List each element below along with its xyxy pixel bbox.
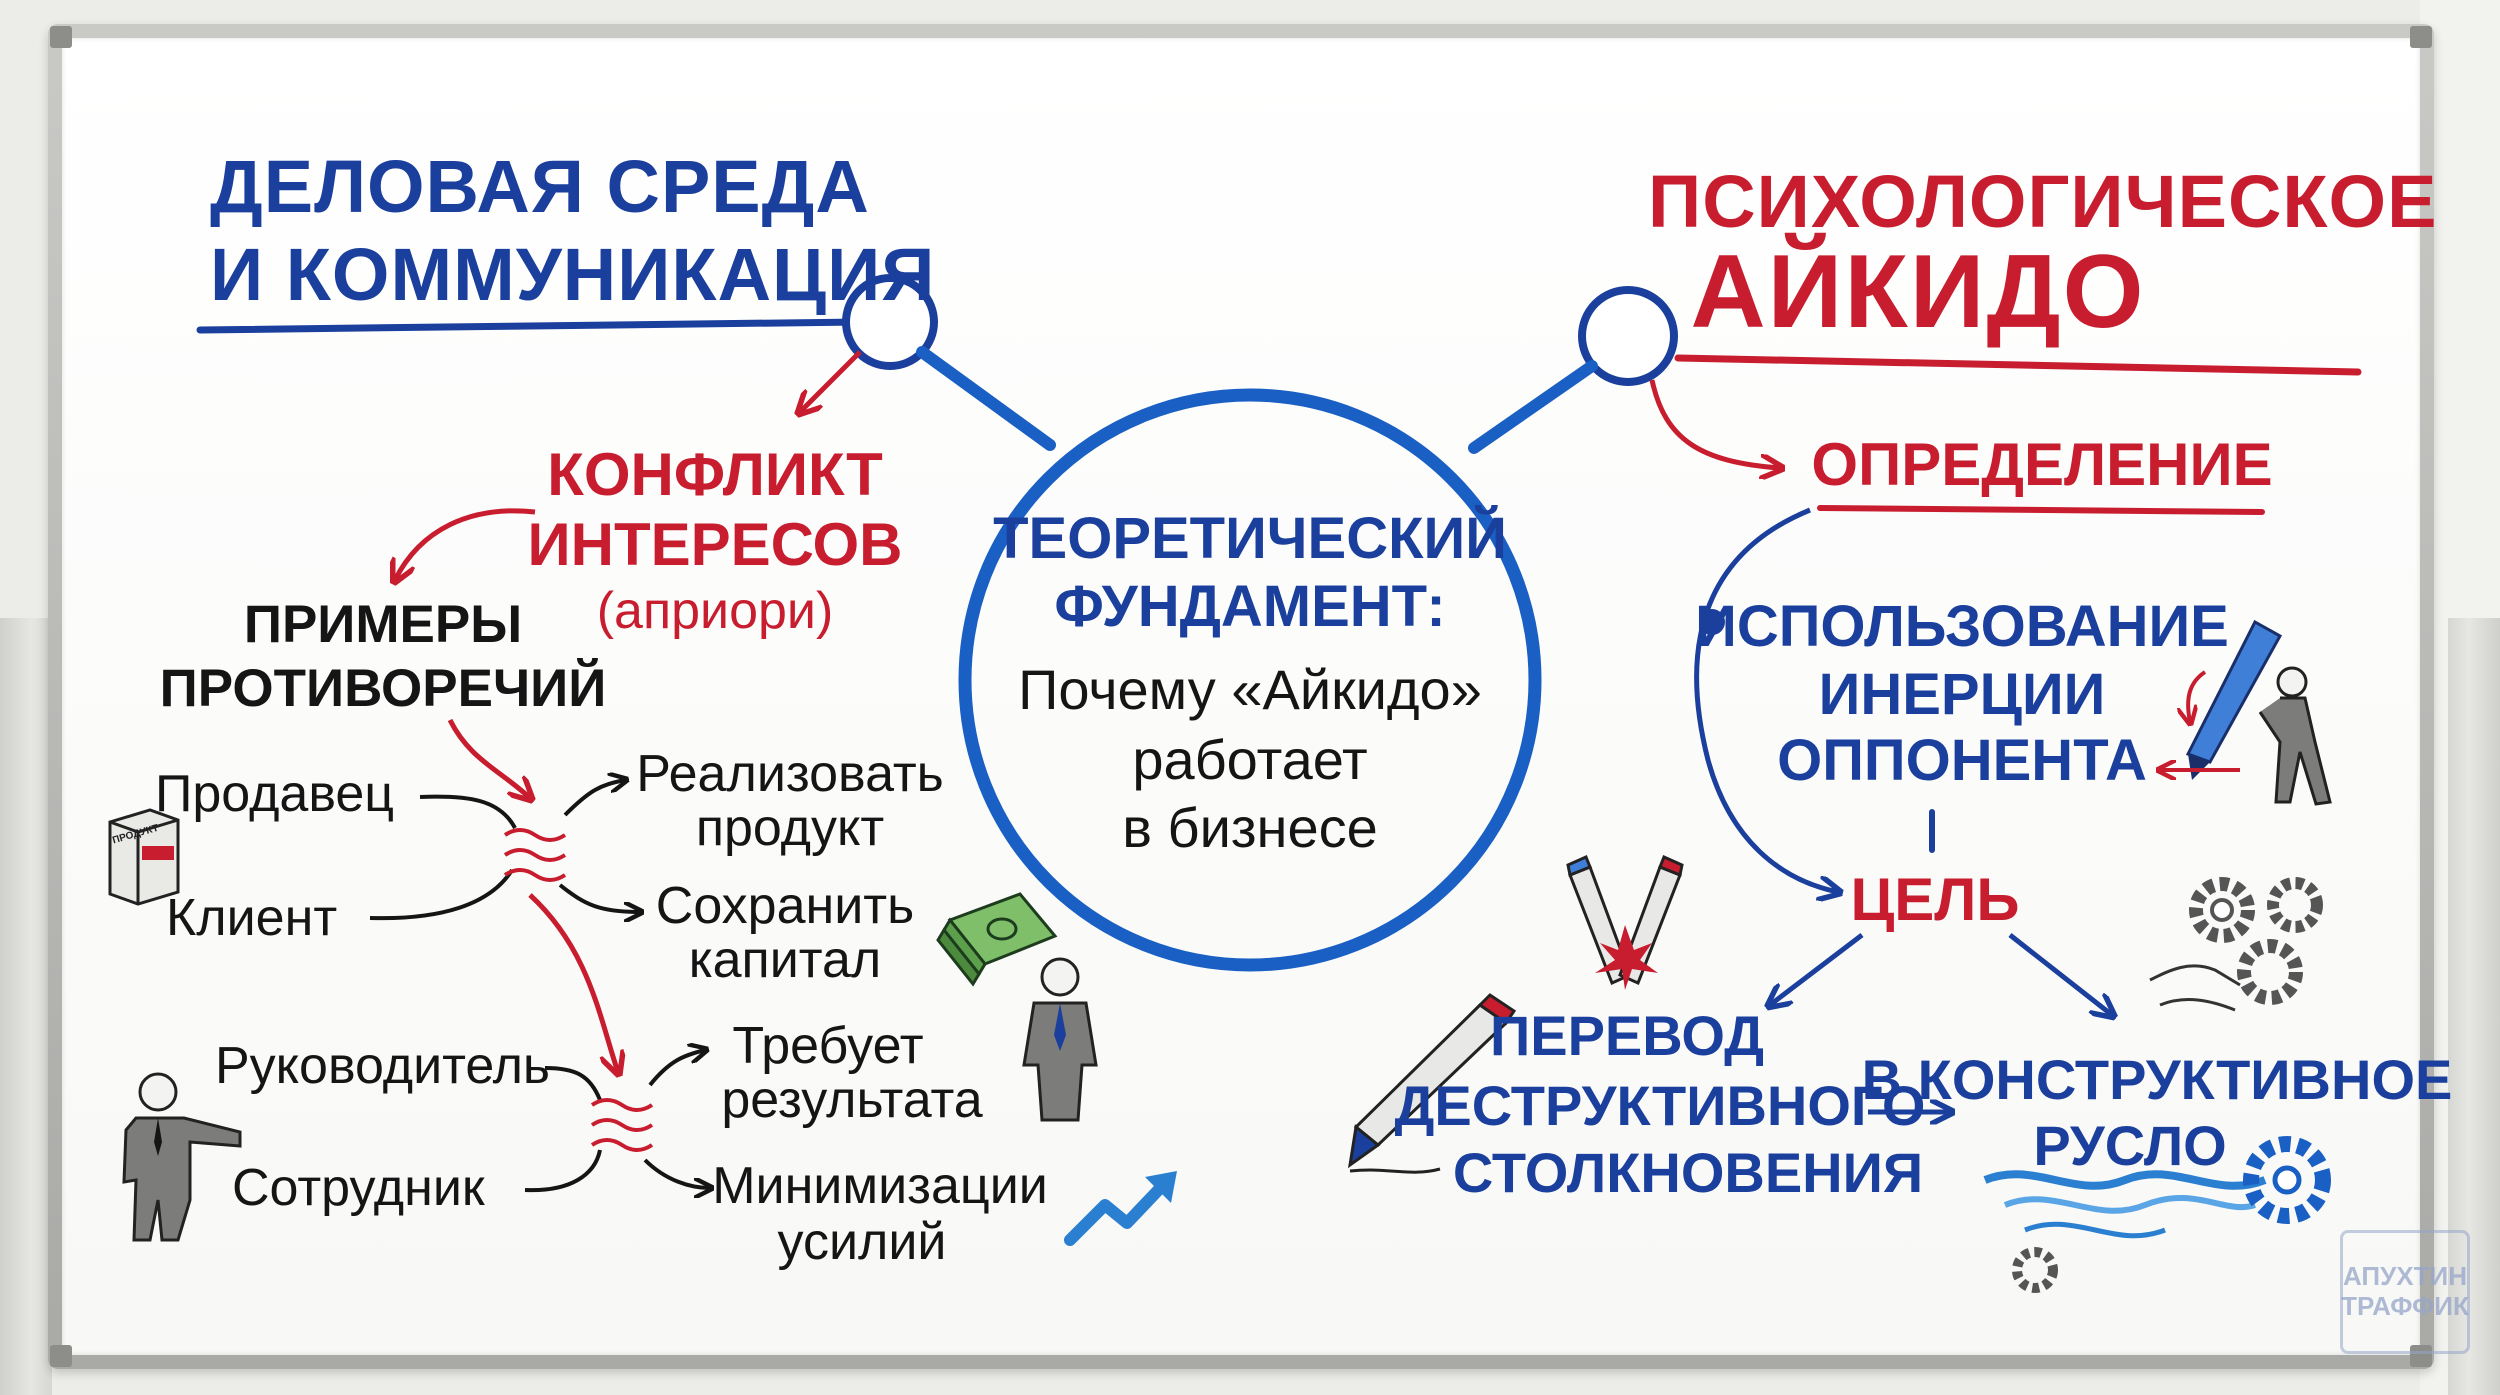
arrow-pair2-bottom <box>643 1158 710 1188</box>
right-title-line1: ПСИХОЛОГИЧЕСКОЕ <box>1648 160 2438 243</box>
pointing-man-icon <box>122 1072 242 1242</box>
line-manager <box>544 1066 602 1101</box>
definition-underline <box>1817 505 2265 515</box>
frame-corner-bottom-left <box>50 1345 72 1367</box>
conflict-squiggle-2 <box>590 1098 654 1152</box>
arrow-pair1-bottom <box>558 883 640 912</box>
left-title-line2: И КОММУНИКАЦИЯ <box>210 233 936 316</box>
arrow-pair2-top <box>648 1050 705 1087</box>
center-circle <box>958 388 1542 972</box>
pair1-goal-top-2: продукт <box>695 799 885 857</box>
conflict-line2: ИНТЕРЕСОВ <box>527 511 903 578</box>
whiteboard-surface <box>62 38 2420 1355</box>
center-line1: Почему «Айкидо» <box>1018 658 1482 721</box>
conflict-line1: КОНФЛИКТ <box>547 441 883 508</box>
businessman-icon <box>1022 957 1098 1122</box>
inertia-line3: ОППОНЕНТА <box>1777 728 2147 793</box>
pair2-manager: Руководитель <box>215 1037 551 1095</box>
goal-label: ЦЕЛЬ <box>1850 866 2020 933</box>
right-title-line2: АЙКИДО <box>1690 234 2146 350</box>
arrow-pair1-to-pair2 <box>528 893 618 1072</box>
center-heading1: ТЕОРЕТИЧЕСКИЙ <box>993 506 1507 571</box>
conflict-note: (априори) <box>596 582 834 640</box>
frame-corner-top-left <box>50 26 72 48</box>
conflict-squiggle-1 <box>503 828 567 882</box>
left-connector <box>916 346 1056 451</box>
arrow-to-conflict <box>800 350 862 412</box>
right-title-underline <box>1674 354 2362 376</box>
line-employee <box>524 1149 602 1193</box>
center-heading2: ФУНДАМЕНТ: <box>1054 574 1446 639</box>
gears-hand-icon <box>2149 877 2323 1012</box>
right-connector <box>1468 360 1598 454</box>
arrow-to-examples <box>395 508 536 580</box>
transfer-line3: СТОЛКНОВЕНИЯ <box>1452 1141 1924 1204</box>
pair2-goal-top-1: Требует <box>732 1017 924 1075</box>
growth-arrow-icon <box>1064 1171 1177 1246</box>
watermark-line2: ТРАФФИК <box>2341 1291 2469 1321</box>
channel-watermark: АПУХТИН ТРАФФИК <box>2340 1230 2470 1354</box>
center-line3: в бизнесе <box>1122 796 1378 859</box>
transfer-line1: ПЕРЕВОД <box>1489 1004 1765 1067</box>
pair1-goal-bottom-2: капитал <box>688 931 882 989</box>
inertia-line1: ИСПОЛЬЗОВАНИЕ <box>1695 594 2229 659</box>
arrow-examples-to-pair1 <box>447 718 530 798</box>
right-node-circle <box>1578 286 1678 386</box>
arrow-goal-to-constructive <box>2008 933 2112 1015</box>
inertia-bullet <box>1699 609 1725 635</box>
center-line2: работает <box>1132 728 1368 791</box>
pair2-goal-bottom-1: Минимизации <box>712 1157 1048 1215</box>
transfer-line2: ДЕСТРУКТИВНОГО <box>1394 1074 1926 1137</box>
crossed-markers-icon <box>1566 854 1684 990</box>
pair1-client: Клиент <box>166 889 338 947</box>
board-stand-right <box>2448 618 2500 1395</box>
arrow-goal-to-transfer <box>1770 933 1864 1005</box>
definition-arc <box>1694 507 1838 892</box>
arrow-pair1-top <box>563 780 625 817</box>
product-box-icon <box>108 808 180 906</box>
pair1-goal-bottom-1: Сохранить <box>655 877 915 935</box>
frame-corner-bottom-right <box>2410 1345 2432 1367</box>
arrow-to-definition <box>1649 379 1780 468</box>
definition-label: ОПРЕДЕЛЕНИЕ <box>1811 431 2273 498</box>
line-seller <box>419 794 517 829</box>
constructive-line2: РУСЛО <box>2033 1114 2227 1177</box>
inertia-line2: ИНЕРЦИИ <box>1818 662 2106 727</box>
pair1-goal-top-1: Реализовать <box>636 745 944 803</box>
constructive-line1: В КОНСТРУКТИВНОЕ <box>1861 1048 2453 1111</box>
examples-line1: ПРИМЕРЫ <box>243 595 523 654</box>
board-stand-left <box>0 618 52 1395</box>
pair2-goal-top-2: результата <box>721 1071 983 1129</box>
left-title-underline <box>196 318 864 334</box>
man-pushing-pen-icon <box>2160 619 2332 806</box>
examples-line2: ПРОТИВОРЕЧИЙ <box>159 659 607 718</box>
left-title-line1: ДЕЛОВАЯ СРЕДА <box>210 145 870 228</box>
line-client <box>369 868 514 921</box>
pair2-goal-bottom-2: усилий <box>777 1213 947 1271</box>
money-stack-icon <box>936 892 1058 987</box>
frame-corner-top-right <box>2410 26 2432 48</box>
pair2-employee: Сотрудник <box>232 1159 485 1217</box>
waves-gears-icon <box>1983 1136 2331 1293</box>
left-node-circle <box>842 274 938 370</box>
pair1-seller: Продавец <box>155 765 395 823</box>
watermark-line1: АПУХТИН <box>2343 1261 2467 1292</box>
marker-pen-icon <box>1347 993 1517 1174</box>
